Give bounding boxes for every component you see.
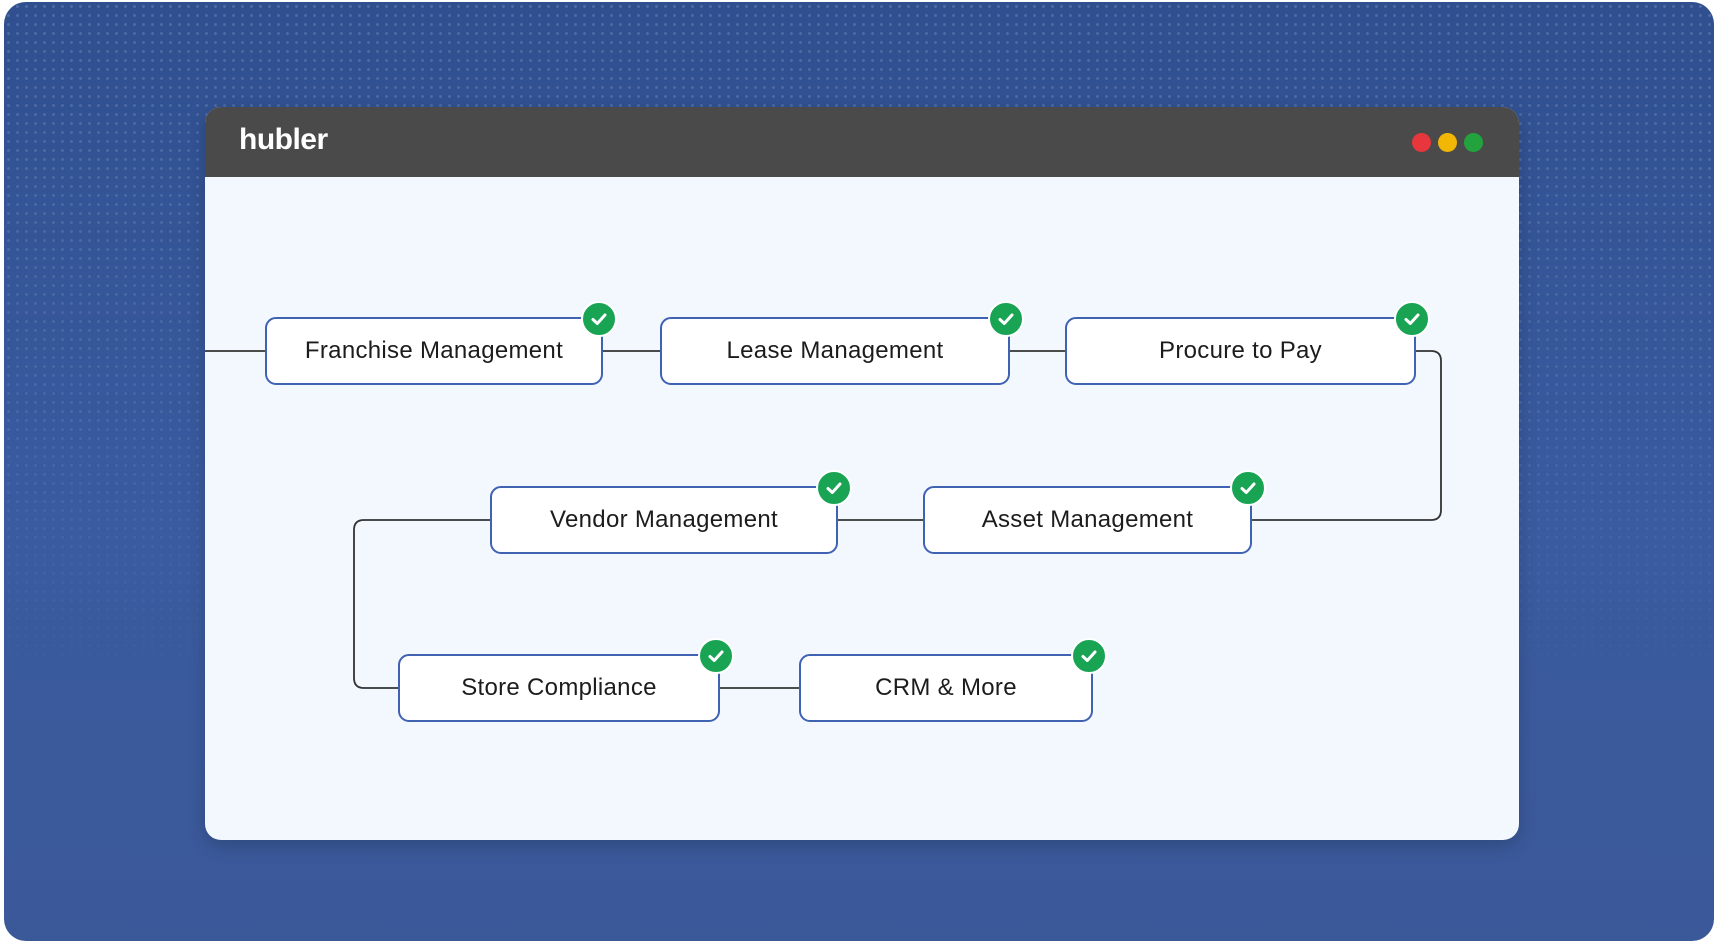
node-label: Asset Management — [981, 506, 1194, 533]
node-label: CRM & More — [875, 674, 1017, 701]
hubler-logo: hubler — [239, 123, 328, 156]
app-window: hubler Franchise Management — [205, 107, 1519, 840]
maximize-dot-icon[interactable] — [1464, 133, 1483, 152]
node-label: Vendor Management — [550, 506, 778, 533]
node-label: Procure to Pay — [1159, 337, 1322, 364]
check-circle-icon — [1394, 301, 1430, 337]
minimize-dot-icon[interactable] — [1438, 133, 1457, 152]
check-circle-icon — [816, 470, 852, 506]
close-dot-icon[interactable] — [1412, 133, 1431, 152]
check-circle-icon — [1230, 470, 1266, 506]
background-panel: hubler Franchise Management — [4, 2, 1714, 941]
node-label: Store Compliance — [461, 674, 657, 701]
check-circle-icon — [698, 638, 734, 674]
node-procure-to-pay[interactable]: Procure to Pay — [1065, 301, 1430, 385]
node-asset-management[interactable]: Asset Management — [923, 470, 1266, 554]
check-circle-icon — [988, 301, 1024, 337]
node-franchise-management[interactable]: Franchise Management — [265, 301, 617, 385]
node-label: Franchise Management — [304, 337, 564, 364]
node-lease-management[interactable]: Lease Management — [660, 301, 1024, 385]
node-label: Lease Management — [726, 337, 944, 364]
node-store-compliance[interactable]: Store Compliance — [398, 638, 734, 722]
connector-procure-asset — [1252, 350, 1442, 521]
check-circle-icon — [581, 301, 617, 337]
window-titlebar: hubler — [205, 107, 1519, 177]
check-circle-icon — [1071, 638, 1107, 674]
connector-vendor-store — [353, 519, 490, 689]
window-controls — [1412, 133, 1483, 152]
node-vendor-management[interactable]: Vendor Management — [490, 470, 852, 554]
node-crm-and-more[interactable]: CRM & More — [799, 638, 1107, 722]
connector-lines — [205, 350, 1442, 689]
